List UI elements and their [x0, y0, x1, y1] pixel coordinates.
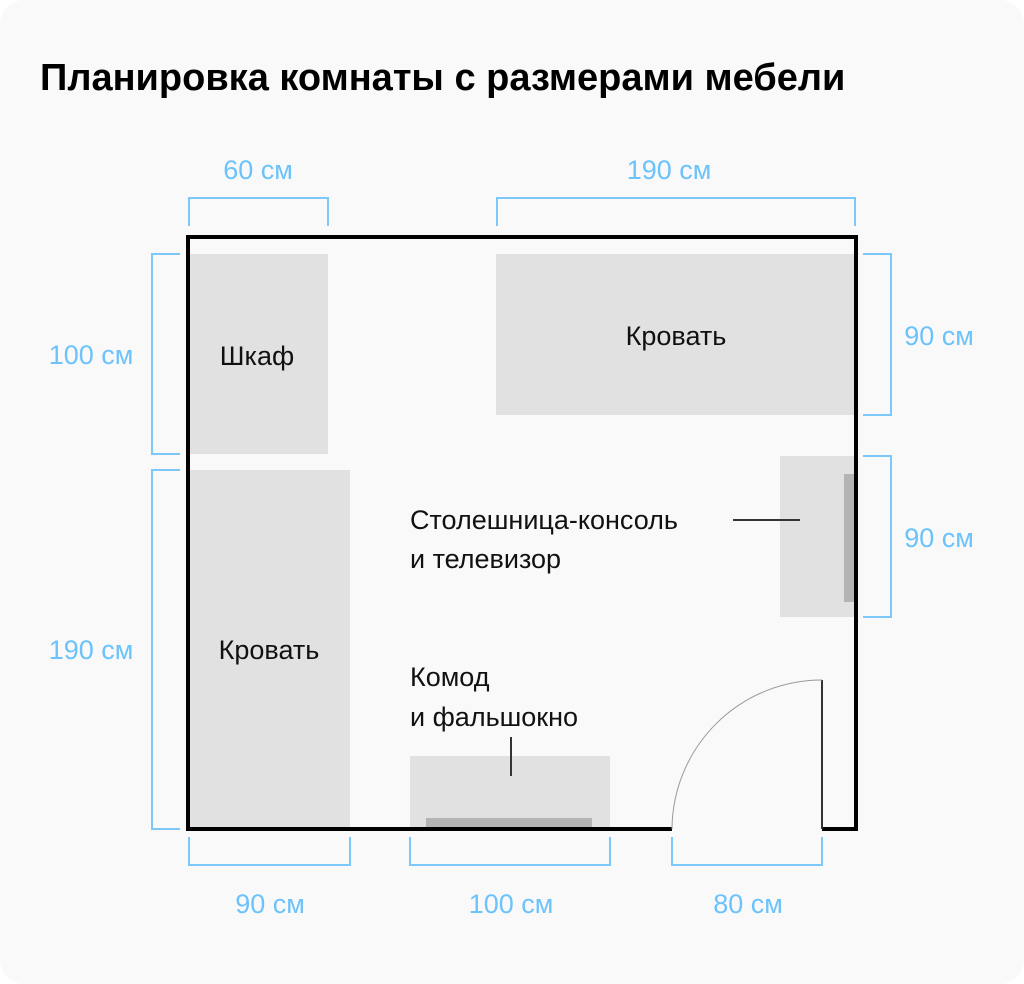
dim-bracket-bed-top-length — [496, 197, 856, 226]
dim-bracket-bed-left-length — [151, 469, 180, 830]
wardrobe — [190, 254, 328, 454]
dim-bracket-door — [671, 837, 823, 866]
dim-bracket-bed-left-width — [188, 837, 351, 866]
dim-bracket-wardrobe-width — [188, 197, 329, 226]
dim-door: 80 см — [713, 889, 783, 919]
dim-wardrobe-width: 60 см — [223, 155, 293, 185]
dim-bed-left-length: 190 см — [49, 635, 134, 665]
bed-left — [190, 470, 350, 829]
dim-bracket-dresser — [409, 837, 611, 866]
dim-console: 90 см — [904, 523, 974, 553]
wardrobe-label: Шкаф — [220, 341, 294, 371]
dim-bed-top-width: 90 см — [904, 321, 974, 351]
bed-top-label: Кровать — [626, 321, 727, 351]
dim-bed-left-width: 90 см — [235, 889, 305, 919]
dim-bracket-bed-top-width — [863, 253, 892, 416]
dresser-label-2: и фальшокно — [410, 702, 578, 732]
diagram-title: Планировка комнаты с размерами мебели — [40, 57, 845, 99]
tv — [844, 474, 854, 602]
dim-bracket-console — [863, 455, 892, 618]
console — [780, 456, 856, 617]
dim-dresser: 100 см — [469, 889, 554, 919]
bed-top — [496, 254, 856, 415]
console-label-1: Столешница-консоль — [410, 505, 678, 535]
door-swing-arc — [671, 679, 823, 830]
dim-bed-top-length: 190 см — [627, 155, 712, 185]
dresser-label-1: Комод — [410, 662, 490, 692]
console-label-2: и телевизор — [410, 544, 561, 574]
fake-window — [426, 818, 592, 828]
dim-bracket-wardrobe-depth — [151, 253, 180, 455]
bed-left-label: Кровать — [219, 635, 320, 665]
dim-wardrobe-depth: 100 см — [49, 340, 134, 370]
walls — [186, 235, 858, 831]
